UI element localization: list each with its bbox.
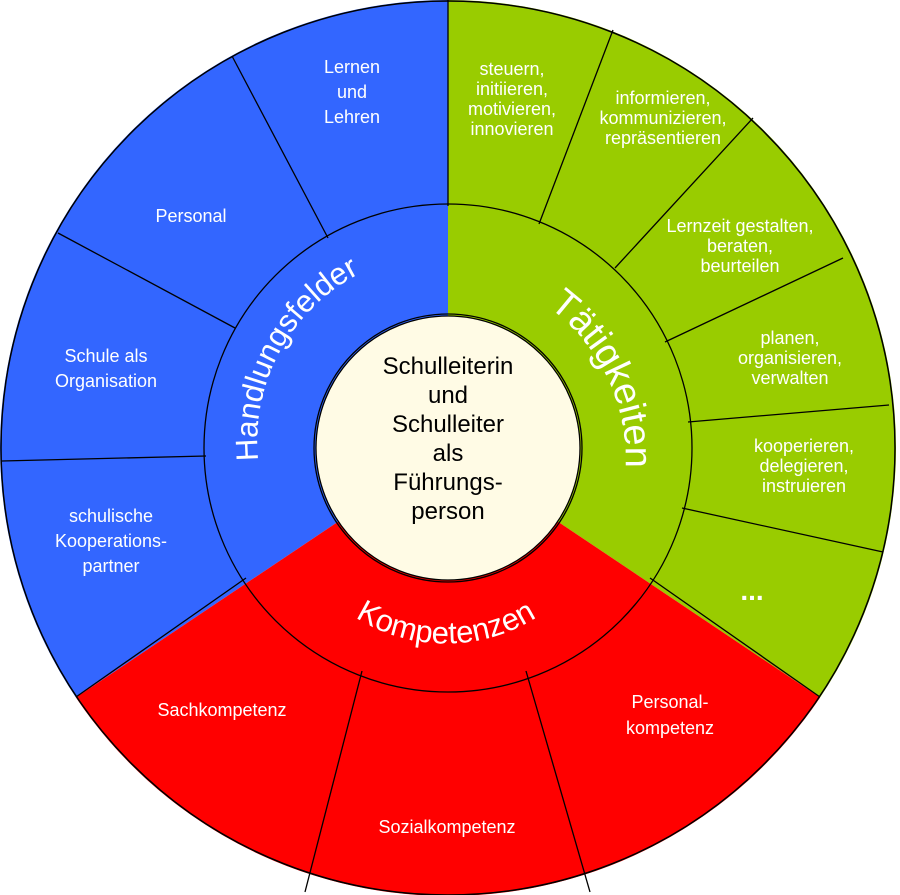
segment-sozialkompetenz: Sozialkompetenz: [378, 817, 515, 837]
segment-more: ...: [740, 575, 763, 606]
segment-informieren: informieren,kommunizieren,repräsentieren: [599, 88, 726, 148]
segment-lernzeit: Lernzeit gestalten,beraten,beurteilen: [666, 216, 813, 276]
segment-planen: planen,organisieren,verwalten: [738, 328, 842, 388]
segment-steuern: steuern,initiieren,motivieren,innovieren: [468, 59, 556, 139]
ring-inner-border: [313, 313, 583, 583]
segment-kooperieren: kooperieren,delegieren,instruieren: [754, 436, 854, 496]
segment-personalkompetenz: Personal-kompetenz: [626, 692, 714, 738]
ring-outer-border: [203, 203, 693, 693]
sector-kompetenzen: [75, 448, 821, 895]
center-circle: [315, 315, 581, 581]
segment-personal: Personal: [155, 206, 226, 226]
segment-sachkompetenz: Sachkompetenz: [157, 700, 286, 720]
sector-taetigkeiten: [448, 0, 897, 698]
sector-handlungsfelder: [0, 0, 448, 698]
